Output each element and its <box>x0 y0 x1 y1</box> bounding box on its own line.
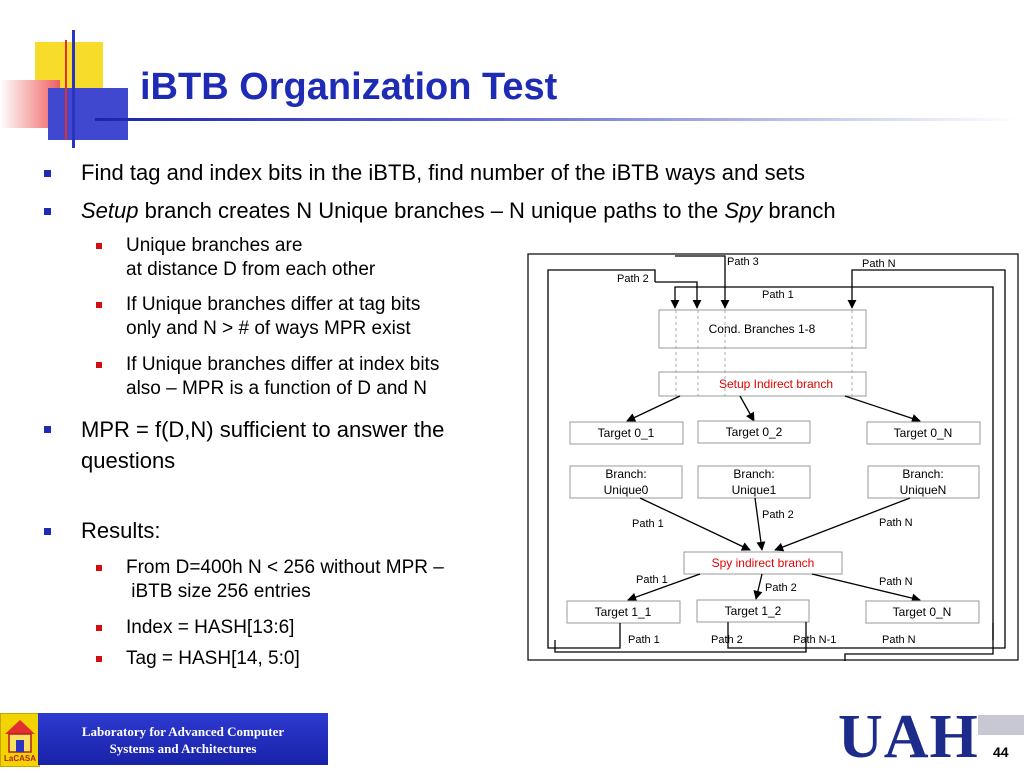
path-n-return <box>844 640 994 661</box>
bullet-marker <box>44 426 51 433</box>
dashed-guides <box>675 310 853 396</box>
target-1-n-box <box>865 600 980 624</box>
label-bottom-path-2: Path 2 <box>711 634 743 646</box>
decor-red-vline <box>65 40 67 140</box>
branch-unique0-line2: Unique0 <box>604 483 649 497</box>
setup-emphasis: Setup <box>81 198 139 223</box>
mpr-line: MPR = f(D,N) sufficient to answer the <box>81 417 445 442</box>
branch-unique1-line2: Unique1 <box>732 483 777 497</box>
cond-branches-box <box>658 309 867 349</box>
label-path-n-mid: Path N <box>879 517 913 529</box>
label-path-n-low: Path N <box>879 576 913 588</box>
results-label: Results: <box>81 518 161 543</box>
branch-uniquen-line2: UniqueN <box>900 483 947 497</box>
path-n-arrow <box>847 269 897 309</box>
path-3-line <box>727 269 1006 649</box>
decor-blue-square <box>48 88 128 140</box>
uah-logo: UAH <box>838 703 979 771</box>
spy-branch-label: Spy indirect branch <box>712 556 815 570</box>
sub-bullet-line: From D=400h N < 256 without MPR – <box>126 557 444 578</box>
lab-name-line2: Systems and Architectures <box>109 741 257 756</box>
spy-emphasis: Spy <box>724 198 763 223</box>
lab-name-line1: Laboratory for Advanced Computer <box>81 724 285 739</box>
sub-bullet-marker <box>96 302 102 308</box>
label-path-1-mid: Path 1 <box>632 518 664 530</box>
target-0-1-label: Target 0_1 <box>598 426 655 440</box>
setup-branch-box <box>658 371 867 397</box>
sub-bullet-line: iBTB size 256 entries <box>126 581 311 602</box>
target-return-lines <box>619 622 994 640</box>
spy-to-targets <box>627 573 921 603</box>
sub-bullet-marker <box>96 656 102 662</box>
target-1-2-label: Target 1_2 <box>725 604 782 618</box>
branch-unique0-box <box>569 465 683 499</box>
target-1-n-label: Target 0_N <box>893 605 952 619</box>
branch-unique0-line1: Branch: <box>605 467 646 481</box>
sub-bullet-marker <box>96 243 102 249</box>
branch-unique1-box <box>697 465 811 499</box>
sub-bullet-line: only and N > # of ways MPR exist <box>126 318 411 339</box>
label-path-1-top: Path 1 <box>762 289 794 301</box>
lab-name-banner: Laboratory for Advanced Computer Systems… <box>38 713 328 765</box>
target-0-1-box <box>569 421 684 445</box>
uah-decor-bar <box>978 715 1024 735</box>
bullet-end-text: branch <box>762 198 836 223</box>
bullet-text: Setup branch creates N Unique branches –… <box>81 198 836 224</box>
path-2-line <box>547 269 656 649</box>
target-0-2-label: Target 0_2 <box>726 425 783 439</box>
target-0-n-label: Target 0_N <box>894 426 953 440</box>
branch-uniquen-box <box>867 465 980 499</box>
cond-branches-label: Cond. Branches 1-8 <box>709 322 816 336</box>
path-2-arrow <box>655 281 702 309</box>
sub-bullet-marker <box>96 625 102 631</box>
sub-bullet-marker <box>96 362 102 368</box>
house-icon <box>5 720 35 753</box>
path-1-arrow <box>670 286 994 640</box>
bullet-marker <box>44 170 51 177</box>
bullet-marker <box>44 528 51 535</box>
label-bottom-path-n: Path N <box>882 634 916 646</box>
target-1-1-box <box>566 600 681 624</box>
title-underline <box>95 118 1020 121</box>
setup-branch-label: Setup Indirect branch <box>719 377 833 391</box>
label-path-1-low: Path 1 <box>636 574 668 586</box>
decor-blue-vline <box>72 30 75 148</box>
branch-unique1-line1: Branch: <box>733 467 774 481</box>
sub-bullet-line: Index = HASH[13:6] <box>126 617 295 638</box>
path-3-loop <box>675 255 730 309</box>
target-0-2-box <box>697 420 811 444</box>
sub-bullet-line: at distance D from each other <box>126 259 376 280</box>
sub-bullet-line: Tag = HASH[14, 5:0] <box>126 648 300 669</box>
label-path-3: Path 3 <box>727 256 759 268</box>
sub-bullet-line: If Unique branches differ at tag bits <box>126 294 421 315</box>
branches-to-spy <box>639 497 911 552</box>
target-0-n-box <box>866 421 981 445</box>
label-path-2-low: Path 2 <box>765 582 797 594</box>
label-path-n-top: Path N <box>862 258 896 270</box>
setup-to-targets <box>626 395 921 423</box>
lacasa-logo: LaCASA <box>0 713 40 767</box>
sub-bullet-marker <box>96 565 102 571</box>
label-bottom-path-n-1: Path N-1 <box>793 634 836 646</box>
sub-bullet-line: Unique branches are <box>126 235 303 256</box>
sub-bullet-line: If Unique branches differ at index bits <box>126 354 440 375</box>
spy-branch-box <box>683 551 843 575</box>
mpr-line: questions <box>81 448 176 473</box>
path-1-line <box>554 640 807 653</box>
lacasa-logo-text: LaCASA <box>3 754 36 763</box>
label-bottom-path-1: Path 1 <box>628 634 660 646</box>
bullet-mid-text: branch creates N Unique branches – N uni… <box>138 198 725 223</box>
bullet-marker <box>44 208 51 215</box>
ibtb-flow-diagram: Path 3 Path N Path 2 Path 1 Cond. Branch… <box>527 253 1019 661</box>
target-1-2-box <box>696 599 810 623</box>
branch-uniquen-line1: Branch: <box>902 467 943 481</box>
feedback-paths <box>547 255 1006 661</box>
sub-bullet-line: also – MPR is a function of D and N <box>126 378 427 399</box>
label-path-2-top: Path 2 <box>617 273 649 285</box>
label-path-2-mid: Path 2 <box>762 509 794 521</box>
page-title: iBTB Organization Test <box>140 66 558 108</box>
bullet-text: Find tag and index bits in the iBTB, fin… <box>81 160 805 185</box>
page-number: 44 <box>993 744 1009 760</box>
target-1-1-label: Target 1_1 <box>595 605 652 619</box>
